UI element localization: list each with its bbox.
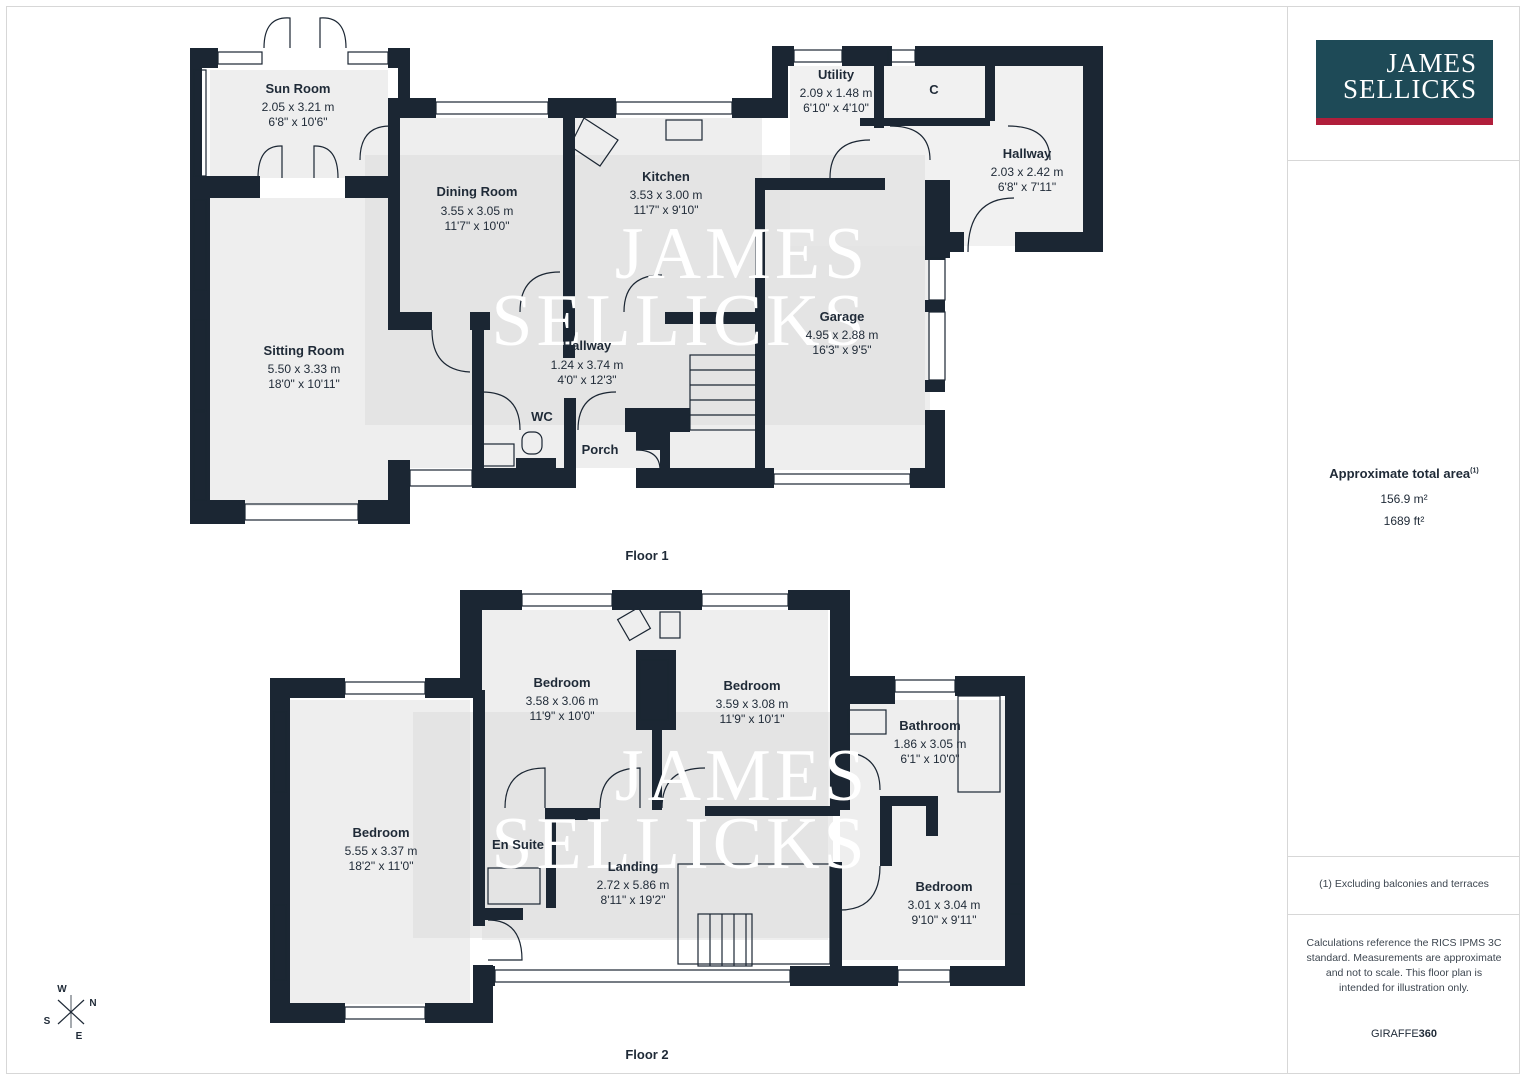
svg-text:18'2" x 11'0": 18'2" x 11'0" [349,859,414,873]
svg-text:W: W [57,984,67,995]
svg-text:WC: WC [531,409,553,424]
svg-text:18'0" x 10'11": 18'0" x 10'11" [268,377,340,391]
kitchen-label: Kitchen 3.53 x 3.00 m 11'7" x 9'10" [630,169,703,217]
svg-text:Hallway: Hallway [563,338,612,353]
sidebar-divider [1287,914,1520,915]
sun-room-label: Sun Room 2.05 x 3.21 m 6'8" x 10'6" [262,81,335,129]
svg-text:3.53 x 3.00 m: 3.53 x 3.00 m [630,188,703,202]
svg-text:Bedroom: Bedroom [533,675,590,690]
floor-2-windows [273,593,1022,1020]
utility-label: Utility 2.09 x 1.48 m 6'10" x 4'10" [800,67,873,115]
svg-text:Utility: Utility [818,67,855,82]
brand-line-1: JAMES [1386,48,1477,78]
bedroom-label: Bedroom 3.58 x 3.06 m 11'9" x 10'0" [526,675,599,723]
sitting-room-label: Sitting Room 5.50 x 3.33 m 18'0" x 10'11… [264,343,345,391]
brand-accent-bar [1316,118,1493,125]
watermark-line-1: JAMES [615,213,869,295]
watermark-line-2: SELLICKS [491,280,868,362]
svg-text:5.50 x 3.33 m: 5.50 x 3.33 m [268,362,341,376]
svg-text:Landing: Landing [608,859,659,874]
svg-text:9'10" x 9'11": 9'10" x 9'11" [912,913,977,927]
garage-label: Garage 4.95 x 2.88 m 16'3" x 9'5" [806,309,879,357]
landing-label: Landing 2.72 x 5.86 m 8'11" x 19'2" [597,859,670,907]
total-area-note: (1) [1470,467,1479,475]
credit: GIRAFFE360 [1370,1028,1438,1040]
svg-text:Bedroom: Bedroom [352,825,409,840]
hallway-label: Hallway 1.24 x 3.74 m 4'0" x 12'3" [551,338,624,387]
svg-text:Sun Room: Sun Room [266,81,331,96]
svg-text:4'0" x 12'3": 4'0" x 12'3" [557,373,616,387]
svg-text:4.95 x 2.88 m: 4.95 x 2.88 m [806,328,879,342]
svg-text:3.58 x 3.06 m: 3.58 x 3.06 m [526,694,599,708]
page-frame [6,6,1520,1074]
svg-text:11'9" x 10'0": 11'9" x 10'0" [530,709,595,723]
svg-text:Bedroom: Bedroom [723,678,780,693]
svg-text:11'7" x 9'10": 11'7" x 9'10" [634,203,699,217]
brand-logo: JAMES SELLICKS [1316,40,1493,120]
footnote: (1) Excluding balconies and terraces [1319,878,1489,890]
svg-text:2.03 x 2.42 m: 2.03 x 2.42 m [991,165,1064,179]
svg-text:2.72 x 5.86 m: 2.72 x 5.86 m [597,878,670,892]
svg-text:3.59 x 3.08 m: 3.59 x 3.08 m [716,697,789,711]
svg-text:11'9" x 10'1": 11'9" x 10'1" [720,712,785,726]
svg-text:Bedroom: Bedroom [915,879,972,894]
sidebar-divider [1287,856,1520,857]
dining-room-label: Dining Room 3.55 x 3.05 m 11'7" x 10'0" [437,184,518,233]
svg-text:2.09 x 1.48 m: 2.09 x 1.48 m [800,86,873,100]
bedroom-label: Bedroom 3.01 x 3.04 m 9'10" x 9'11" [908,879,981,927]
en-suite-label: En Suite [492,837,544,852]
svg-text:Kitchen: Kitchen [642,169,690,184]
svg-text:Hallway: Hallway [1003,146,1052,161]
brand-line-2: SELLICKS [1342,74,1477,104]
watermark-line-1: JAMES [615,735,869,817]
svg-text:6'10" x 4'10": 6'10" x 4'10" [803,101,869,115]
svg-text:3.55 x 3.05 m: 3.55 x 3.05 m [441,204,514,218]
bedroom-label: Bedroom 5.55 x 3.37 m 18'2" x 11'0" [345,825,418,873]
wc-label: WC [531,409,553,424]
svg-text:S: S [44,1016,51,1027]
svg-text:8'11" x 19'2": 8'11" x 19'2" [601,893,666,907]
floor-1-shading [210,66,1090,506]
sidebar-divider [1287,160,1520,161]
floor-2-walls [270,590,1025,1023]
svg-text:6'8" x 7'11": 6'8" x 7'11" [998,180,1056,194]
svg-text:N: N [89,998,96,1009]
svg-text:E: E [76,1031,83,1042]
floor-1-walls [190,46,1103,524]
svg-text:Dining Room: Dining Room [437,184,518,199]
compass-icon: W N S E [44,984,97,1042]
svg-text:2.05 x 3.21 m: 2.05 x 3.21 m [262,100,335,114]
svg-text:3.01 x 3.04 m: 3.01 x 3.04 m [908,898,981,912]
svg-text:5.55 x 3.37 m: 5.55 x 3.37 m [345,844,418,858]
bathroom-label: Bathroom 1.86 x 3.05 m 6'1" x 10'0" [894,718,967,766]
svg-text:16'3" x 9'5": 16'3" x 9'5" [812,343,871,357]
disclaimer: Calculations reference the RICS IPMS 3C … [1306,937,1502,994]
svg-text:6'1" x 10'0": 6'1" x 10'0" [900,752,959,766]
svg-text:C: C [929,82,939,97]
total-area-m2: 156.9 m² [1380,492,1428,506]
svg-text:1.24 x 3.74 m: 1.24 x 3.74 m [551,358,624,372]
total-area-title: Approximate total area(1) [1329,466,1479,481]
porch-label: Porch [582,442,619,457]
watermark-line-2: SELLICKS [491,803,868,885]
svg-text:11'7" x 10'0": 11'7" x 10'0" [445,219,510,233]
svg-text:Garage: Garage [820,309,865,324]
total-area-ft2: 1689 ft² [1383,514,1425,528]
info-sidebar [1287,6,1520,1074]
floor-2-label: Floor 2 [625,1047,668,1062]
svg-text:En Suite: En Suite [492,837,544,852]
svg-text:6'8" x 10'6": 6'8" x 10'6" [268,115,327,129]
rear-hallway-label: Hallway 2.03 x 2.42 m 6'8" x 7'11" [991,146,1064,194]
cupboard-label: C [929,82,939,97]
svg-text:1.86 x 3.05 m: 1.86 x 3.05 m [894,737,967,751]
svg-text:Bathroom: Bathroom [899,718,960,733]
bedroom-label: Bedroom 3.59 x 3.08 m 11'9" x 10'1" [716,678,789,726]
floor-1-windows [193,17,1051,521]
svg-text:Porch: Porch [582,442,619,457]
svg-text:Sitting Room: Sitting Room [264,343,345,358]
floor-1-label: Floor 1 [625,548,668,563]
